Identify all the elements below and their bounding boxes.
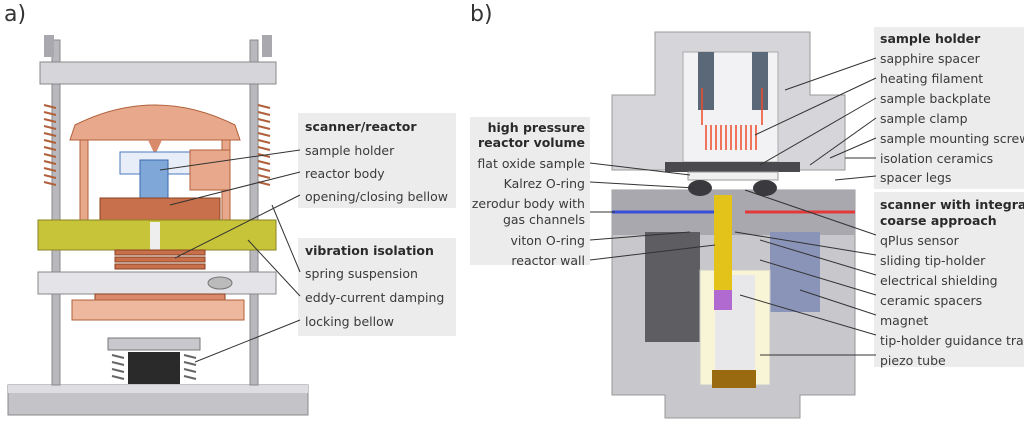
kalrez-o-ring-right <box>753 180 777 196</box>
label-sample-clamp: sample clamp <box>880 111 968 126</box>
label-sample-mounting-screws: sample mounting screws <box>880 131 1024 146</box>
label-piezo-tube: piezo tube <box>880 353 946 368</box>
label-sample-backplate: sample backplate <box>880 91 991 106</box>
sliding-tip-holder <box>714 195 732 305</box>
stm-assembly-drawing <box>7 35 309 416</box>
reactor-body <box>99 197 221 221</box>
label-ceramic-spacers: ceramic spacers <box>880 293 983 308</box>
label-sliding-tip-holder: sliding tip-holder <box>880 253 986 268</box>
label-spacer-legs: spacer legs <box>880 170 952 185</box>
label-heating-filament: heating filament <box>880 71 984 86</box>
label-spring-suspension: spring suspension <box>305 266 418 281</box>
label-flat-oxide-sample: flat oxide sample <box>477 156 585 171</box>
damping-slot <box>150 222 160 250</box>
label-zerodur-body-line1: zerodur body with <box>471 196 585 211</box>
dark-housing-left <box>645 232 700 342</box>
flat-oxide-sample <box>687 171 779 181</box>
reactor-volume-title-line2: reactor volume <box>478 135 585 150</box>
left-rod <box>51 39 61 386</box>
copper-side-block <box>189 149 231 191</box>
middle-plate <box>37 271 277 295</box>
vibration-isolation-title: vibration isolation <box>305 243 434 258</box>
panel-b-label: b) <box>470 2 493 27</box>
sample-holder-label-box <box>874 27 1024 189</box>
sample-backplate <box>665 162 800 172</box>
right-rod <box>249 39 259 386</box>
kalrez-o-ring-left <box>688 180 712 196</box>
copper-tip <box>148 140 162 155</box>
piezo-base <box>712 370 756 388</box>
scanner-reactor-label-box <box>298 113 456 208</box>
scanner-label-box <box>874 192 1024 367</box>
magnet-block <box>770 232 820 312</box>
locking-bellow-top <box>107 337 201 351</box>
sample-holder-title: sample holder <box>880 31 981 46</box>
reactor-volume-label-box <box>470 117 590 265</box>
reactor-cross-section-drawing <box>589 31 877 419</box>
right-bolt <box>262 35 272 57</box>
panel-b-right-leader-lines <box>734 57 877 356</box>
lower-copper-flange <box>71 299 245 321</box>
label-reactor-body: reactor body <box>305 166 385 181</box>
label-reactor-wall: reactor wall <box>511 253 585 268</box>
panel-a-leader-lines <box>159 149 301 363</box>
label-sapphire-spacer: sapphire spacer <box>880 51 980 66</box>
top-plate <box>39 61 277 85</box>
label-zerodur-body-line2: gas channels <box>502 212 585 227</box>
scanner-reactor-title: scanner/reactor <box>305 119 417 134</box>
label-viton-o-ring: viton O-ring <box>510 233 585 248</box>
vibration-isolation-label-box <box>298 238 456 336</box>
tip-magnet <box>714 290 732 310</box>
sample-clamp-right <box>752 52 768 110</box>
scanner-title-line1: scanner with integrated <box>880 197 1024 212</box>
opening-closing-bellow <box>114 249 206 270</box>
copper-arch <box>69 104 241 141</box>
label-magnet: magnet <box>880 313 929 328</box>
label-eddy-current-damping: eddy-current damping <box>305 290 445 305</box>
left-spring <box>43 104 57 186</box>
left-bolt <box>44 35 54 57</box>
label-opening-closing-bellow: opening/closing bellow <box>305 189 448 204</box>
label-electrical-shielding: electrical shielding <box>880 273 998 288</box>
base-plate-highlight <box>8 385 308 393</box>
label-qplus-sensor: qPlus sensor <box>880 233 959 248</box>
copper-post-left <box>79 139 89 221</box>
scanner-title-line2: coarse approach <box>880 213 997 228</box>
locking-bellow-core <box>128 352 180 384</box>
sample-holder-blue <box>139 159 169 201</box>
label-locking-bellow: locking bellow <box>305 314 394 329</box>
heating-filament <box>701 88 763 150</box>
panel-a-label: a) <box>4 2 27 27</box>
label-isolation-ceramics: isolation ceramics <box>880 151 994 166</box>
label-kalrez-o-ring: Kalrez O-ring <box>503 176 585 191</box>
middle-plate-hole <box>207 276 233 290</box>
sample-clamp-left <box>698 52 714 110</box>
panel-b-left-leader-lines <box>589 162 716 261</box>
label-tip-holder-guidance-tracks: tip-holder guidance tracks <box>880 333 1024 348</box>
label-sample-holder: sample holder <box>305 143 395 158</box>
right-spring <box>257 104 271 186</box>
reactor-volume-title-line1: high pressure <box>487 120 585 135</box>
locking-bellow-springs <box>111 354 197 380</box>
